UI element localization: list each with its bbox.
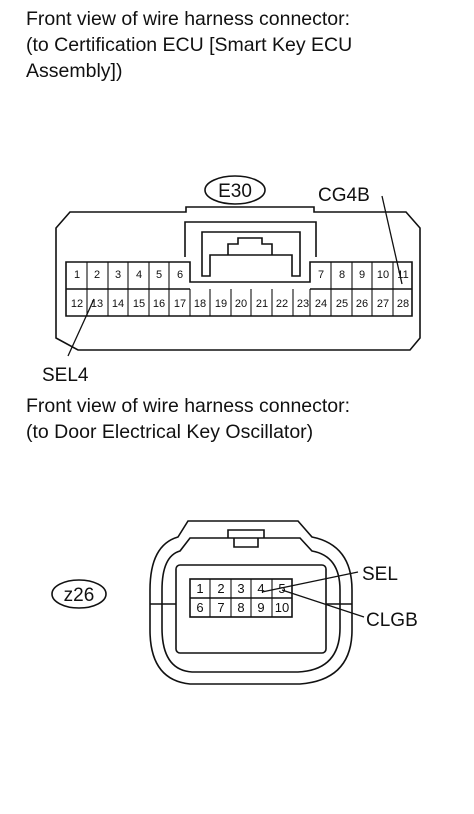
connector1-body [55, 206, 421, 351]
pin-label: 16 [153, 298, 165, 310]
connector2-latch [227, 529, 265, 548]
pin-label: 13 [91, 298, 103, 310]
connector2-cell-dividers [209, 579, 273, 617]
connector2-top-pins: 1 2 3 4 5 [196, 581, 285, 596]
connector2-caption: Front view of wire harness connector: (t… [26, 393, 350, 445]
pin-label: 15 [133, 298, 145, 310]
connector1-latch-housing [184, 221, 317, 257]
connector2-clgb-leader [281, 589, 365, 618]
connector1-label-cg4b: CG4B [318, 185, 370, 206]
pin-label: 17 [174, 298, 186, 310]
pin-label: 26 [356, 298, 368, 310]
pin-label: 1 [196, 581, 203, 596]
connector1-cell-dividers [86, 262, 394, 316]
pin-label: 12 [71, 298, 83, 310]
connector1-caption-line-2: (to Certification ECU [Smart Key ECU [26, 34, 353, 56]
connector2-caption-line-2: (to Door Electrical Key Oscillator) [26, 421, 314, 443]
pin-label: 2 [94, 269, 100, 281]
pin-label: 2 [217, 581, 224, 596]
pin-label: 23 [297, 298, 309, 310]
connector1-caption-line-1: Front view of wire harness connector: [26, 8, 351, 30]
pin-label: 10 [377, 269, 389, 281]
pin-label: 8 [339, 269, 345, 281]
connector1-code-badge [204, 175, 266, 205]
connector1-bottom-pins: 12 13 14 15 16 17 18 19 20 21 22 23 24 2… [71, 298, 409, 310]
pin-label: 11 [397, 269, 408, 281]
pin-label: 22 [276, 298, 288, 310]
pin-label: 18 [194, 298, 206, 310]
connector1-cg4b-leader [381, 195, 403, 285]
connector1-top-pins: 1 2 3 4 5 6 7 8 9 10 11 [74, 269, 409, 281]
connector1-latch-tab [227, 237, 273, 255]
pin-label: 9 [257, 600, 264, 615]
pin-label: 4 [257, 581, 264, 596]
pin-label: 14 [112, 298, 124, 310]
connector1-label-sel4: SEL4 [42, 365, 89, 386]
pin-label: 27 [377, 298, 389, 310]
connector1-latch [201, 231, 301, 277]
connector2-caption-line-1: Front view of wire harness connector: [26, 395, 351, 417]
pin-label: 20 [235, 298, 247, 310]
pin-label: 4 [136, 269, 142, 281]
connector2-label-sel: SEL [362, 564, 398, 585]
connector2-sel-leader [261, 571, 359, 593]
connector1-caption: Front view of wire harness connector: (t… [26, 6, 352, 84]
pin-label: 3 [115, 269, 121, 281]
pin-label: 3 [237, 581, 244, 596]
connector2-label-clgb: CLGB [366, 610, 418, 631]
pin-label: 21 [256, 298, 268, 310]
pin-label: 28 [397, 298, 409, 310]
pin-label: 6 [177, 269, 183, 281]
connector2-code: z26 [64, 585, 95, 606]
connector1-caption-line-3: Assembly]) [26, 60, 123, 82]
pin-label: 9 [359, 269, 365, 281]
pin-label: 1 [74, 269, 80, 281]
pin-label: 6 [196, 600, 203, 615]
connector1-sel4-leader [67, 298, 95, 357]
pin-label: 24 [315, 298, 327, 310]
connector1-cavity-outline [65, 261, 413, 317]
pin-label: 10 [275, 600, 289, 615]
pin-label: 19 [215, 298, 227, 310]
connector2-code-badge [51, 579, 107, 609]
connector2-bottom-pins: 6 7 8 9 10 [196, 600, 289, 615]
pin-label: 25 [336, 298, 348, 310]
connector2-mating-face [175, 564, 327, 654]
pin-label: 7 [318, 269, 324, 281]
connector2-inner-shell [161, 537, 341, 673]
pin-label: 5 [278, 581, 285, 596]
connector2-outer-shell [149, 520, 353, 685]
pin-label: 7 [217, 600, 224, 615]
pin-label: 8 [237, 600, 244, 615]
pin-label: 5 [156, 269, 162, 281]
connector1-code: E30 [218, 181, 252, 202]
